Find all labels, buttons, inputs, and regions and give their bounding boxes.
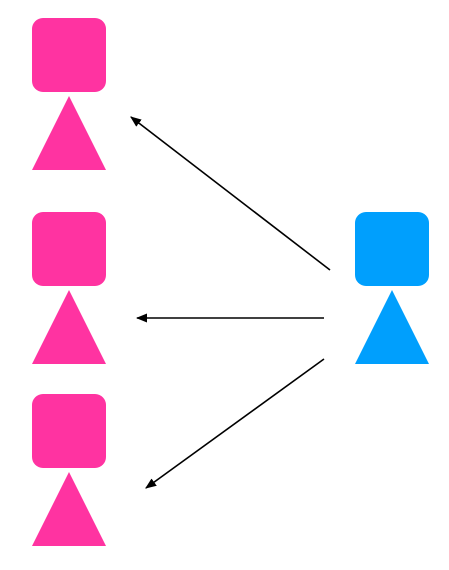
sender-body (355, 290, 429, 364)
receiver-middle-person-icon (32, 212, 106, 364)
receiver-bottom-person-icon (32, 394, 106, 546)
edges-layer (130, 116, 331, 489)
arrow-sender-to-receiver-bottom (145, 358, 325, 489)
sender-head (355, 212, 429, 286)
arrow-sender-to-receiver-top (130, 116, 331, 271)
receiver-bottom-body (32, 472, 106, 546)
receiver-middle-head (32, 212, 106, 286)
receiver-top-body (32, 96, 106, 170)
receiver-middle-body (32, 290, 106, 364)
sender-person-icon (355, 212, 429, 364)
receiver-top-head (32, 18, 106, 92)
receiver-bottom-head (32, 394, 106, 468)
receiver-top-person-icon (32, 18, 106, 170)
nodes-layer (32, 18, 429, 546)
